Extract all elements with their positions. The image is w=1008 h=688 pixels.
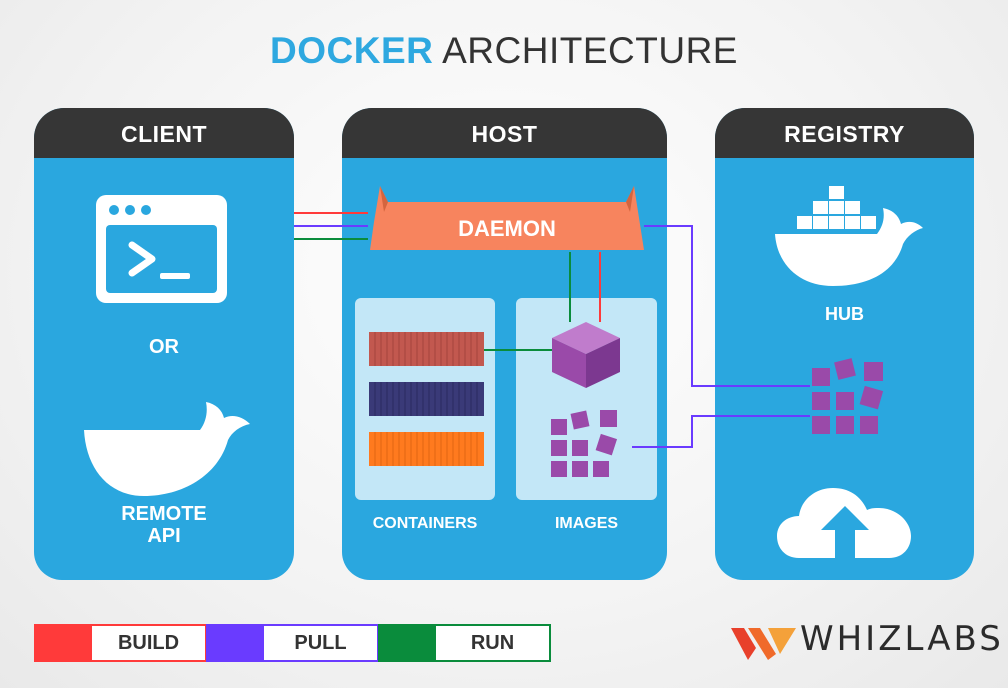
remote-api-line2: API bbox=[147, 525, 181, 547]
hub-label: HUB bbox=[825, 304, 864, 324]
page-title: DOCKER ARCHITECTURE bbox=[0, 30, 1008, 72]
legend-run: RUN bbox=[378, 624, 552, 662]
legend-pull: PULL bbox=[206, 624, 380, 662]
daemon-label: DAEMON bbox=[458, 216, 556, 241]
daemon-banner bbox=[370, 186, 644, 250]
legend-pull-label: PULL bbox=[264, 624, 379, 662]
cube-icon bbox=[552, 322, 620, 388]
container-navy bbox=[369, 382, 484, 416]
client-panel: CLIENT OR REMOTE API bbox=[34, 108, 294, 580]
legend-run-label: RUN bbox=[436, 624, 551, 662]
or-label: OR bbox=[149, 336, 179, 358]
terminal-icon bbox=[96, 195, 227, 303]
container-red bbox=[369, 332, 484, 366]
whizlabs-logo-icon bbox=[731, 628, 796, 660]
docker-whale-icon bbox=[775, 186, 923, 286]
legend-pull-swatch bbox=[206, 624, 264, 662]
remote-api-line1: REMOTE bbox=[121, 503, 207, 525]
whizlabs-logo-text: WHIZLABS bbox=[800, 619, 1004, 659]
pull-line-registry bbox=[644, 225, 810, 387]
cloud-upload-icon bbox=[777, 488, 911, 560]
remote-api-label: REMOTE API bbox=[34, 503, 294, 547]
registry-image-blocks-icon bbox=[812, 358, 884, 434]
legend-run-swatch bbox=[378, 624, 436, 662]
registry-panel: REGISTRY HUB bbox=[715, 108, 974, 580]
client-header: CLIENT bbox=[34, 108, 294, 158]
legend-build-swatch bbox=[34, 624, 92, 662]
registry-header: REGISTRY bbox=[715, 108, 974, 158]
title-rest: ARCHITECTURE bbox=[442, 30, 738, 71]
pull-line-images bbox=[632, 415, 810, 448]
legend-build: BUILD bbox=[34, 624, 208, 662]
title-accent: DOCKER bbox=[270, 30, 434, 71]
host-header: HOST bbox=[342, 108, 667, 158]
legend-build-label: BUILD bbox=[92, 624, 207, 662]
containers-label: CONTAINERS bbox=[372, 515, 478, 532]
whale-icon bbox=[84, 402, 250, 496]
container-orange bbox=[369, 432, 484, 466]
images-label: IMAGES bbox=[554, 515, 619, 532]
image-blocks-icon bbox=[551, 410, 618, 477]
